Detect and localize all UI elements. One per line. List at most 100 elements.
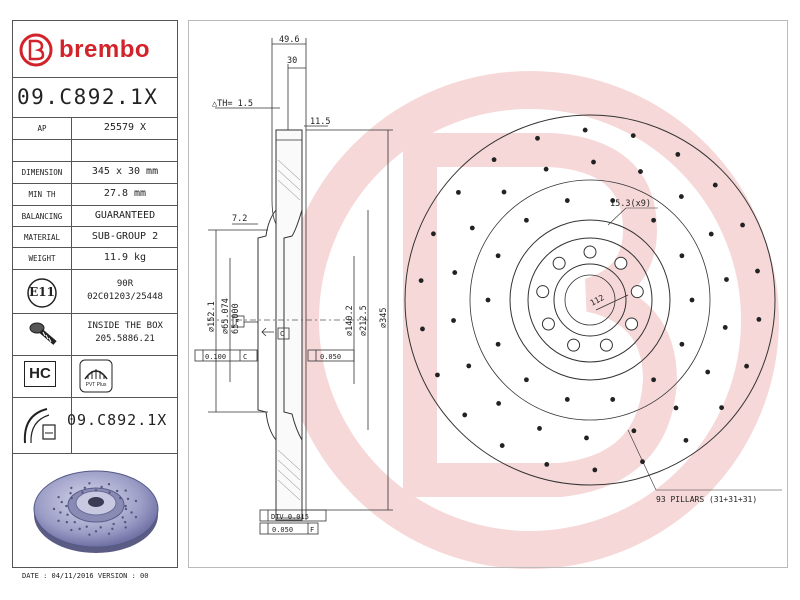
render-drill-hole (134, 515, 138, 519)
drill-hole (537, 426, 542, 431)
drill-hole (495, 341, 501, 347)
balancing-value: GUARANTEED (94, 210, 156, 221)
render-drill-hole (134, 499, 138, 503)
hc-badge: HC (24, 361, 56, 387)
min-th-value: 27.8 mm (103, 188, 147, 199)
bolt-hole (599, 338, 613, 352)
drill-hole (420, 326, 425, 332)
drill-hole (631, 428, 637, 434)
render-drill-hole (83, 486, 87, 489)
pvt-plus-icon (79, 359, 113, 393)
render-drill-hole (94, 530, 98, 533)
drill-hole (496, 401, 502, 406)
runout-ref: F (310, 526, 314, 534)
material-label: MATERIAL (23, 233, 61, 242)
render-drill-hole (88, 533, 91, 536)
drill-hole (675, 152, 681, 157)
render-drill-hole (65, 520, 69, 524)
render-drill-hole (78, 527, 81, 531)
render-drill-hole (60, 500, 63, 504)
footer-date-version: DATE : 04/11/2016 VERSION : 00 (22, 572, 149, 580)
dim-65-000-label: 65.000 (231, 303, 241, 334)
pvt-plus-label: PVT Plus (85, 382, 107, 388)
drill-hole (466, 363, 472, 369)
render-drill-hole (119, 496, 122, 500)
render-drill-hole (69, 492, 72, 495)
drill-hole (499, 443, 505, 448)
drill-hole (679, 341, 685, 347)
drill-hole (651, 217, 656, 223)
brand-name: brembo (59, 36, 151, 63)
dim-15-3-label: 15.3(x9) (610, 199, 651, 209)
dim-30-label: 30 (287, 56, 297, 66)
dtv-label: DTV 0.015 (271, 513, 309, 521)
render-drill-hole (94, 489, 98, 492)
tolerance-0-100-label: 0.100 (205, 353, 226, 361)
drill-hole (435, 372, 440, 378)
render-drill-hole (65, 504, 68, 508)
drill-hole (678, 194, 684, 199)
render-drill-hole (107, 532, 111, 535)
drill-hole (485, 297, 491, 303)
drill-hole (630, 133, 636, 138)
brembo-logo-icon (19, 33, 53, 67)
dim-th-label: △TH= 1.5 (212, 99, 253, 109)
disc-render-image (33, 470, 159, 553)
drill-hole (712, 182, 718, 188)
drill-hole (591, 159, 596, 165)
render-drill-hole (100, 485, 103, 489)
part-number-small: 09.C892.1X (67, 411, 168, 429)
dim-212-5-label: ∅212.5 (359, 305, 369, 336)
drill-hole (640, 459, 645, 465)
min-th-label: MIN TH (28, 190, 56, 199)
render-drill-hole (121, 516, 124, 519)
render-drill-hole (99, 526, 102, 529)
drill-hole (689, 297, 695, 303)
render-drill-hole (124, 526, 127, 529)
render-drill-hole (124, 489, 127, 492)
bolt-hole (625, 317, 639, 331)
render-drill-hole (85, 525, 88, 528)
drill-hole (456, 189, 461, 195)
render-drill-hole (111, 527, 114, 531)
drill-hole (491, 157, 497, 163)
render-drill-hole (70, 496, 73, 500)
render-drill-hole (81, 491, 84, 494)
render-drill-hole (70, 486, 73, 490)
section-view-drawing: 49.6 30 △TH= 1.5 11.5 7.2 F C 0.100 C 0.… (194, 35, 393, 535)
drill-hole (564, 198, 570, 203)
face-view-drawing: 15.3(x9) 112 93 PILLARS (31+31+31) (404, 114, 782, 504)
render-drill-hole (108, 491, 111, 494)
render-drill-hole (88, 482, 91, 485)
drill-hole (705, 369, 711, 375)
ap-label: AP (37, 124, 47, 133)
render-drill-hole (52, 507, 56, 511)
tolerance-0-050-label: 0.050 (320, 353, 341, 361)
render-drill-hole (112, 522, 115, 526)
screw-icon (29, 322, 57, 345)
tolerance-0-100-ref: C (243, 353, 247, 361)
approval-line2: 02C01203/25448 (87, 292, 163, 302)
disc-profile-icon (23, 408, 56, 444)
material-value: SUB-GROUP 2 (91, 231, 159, 242)
drill-hole (543, 166, 549, 172)
datum-f-label: F (235, 318, 239, 326)
drill-hole (582, 127, 588, 133)
bolt-hole (567, 338, 581, 352)
dimension-label: DIMENSION (21, 168, 63, 177)
drill-hole (495, 253, 501, 259)
drill-hole (610, 397, 616, 402)
dim-7-2-label: 7.2 (232, 214, 247, 224)
drill-hole (756, 317, 762, 322)
render-drill-hole (59, 511, 62, 514)
drill-hole (584, 435, 589, 441)
drill-hole (535, 135, 540, 141)
render-drill-hole (66, 513, 69, 516)
bolt-hole (552, 256, 566, 270)
render-drill-hole (115, 489, 119, 493)
drill-hole (431, 231, 436, 237)
drill-hole (564, 397, 570, 402)
drill-hole (592, 467, 598, 473)
dim-11-5-label: 11.5 (310, 117, 330, 127)
render-drill-hole (124, 504, 127, 508)
